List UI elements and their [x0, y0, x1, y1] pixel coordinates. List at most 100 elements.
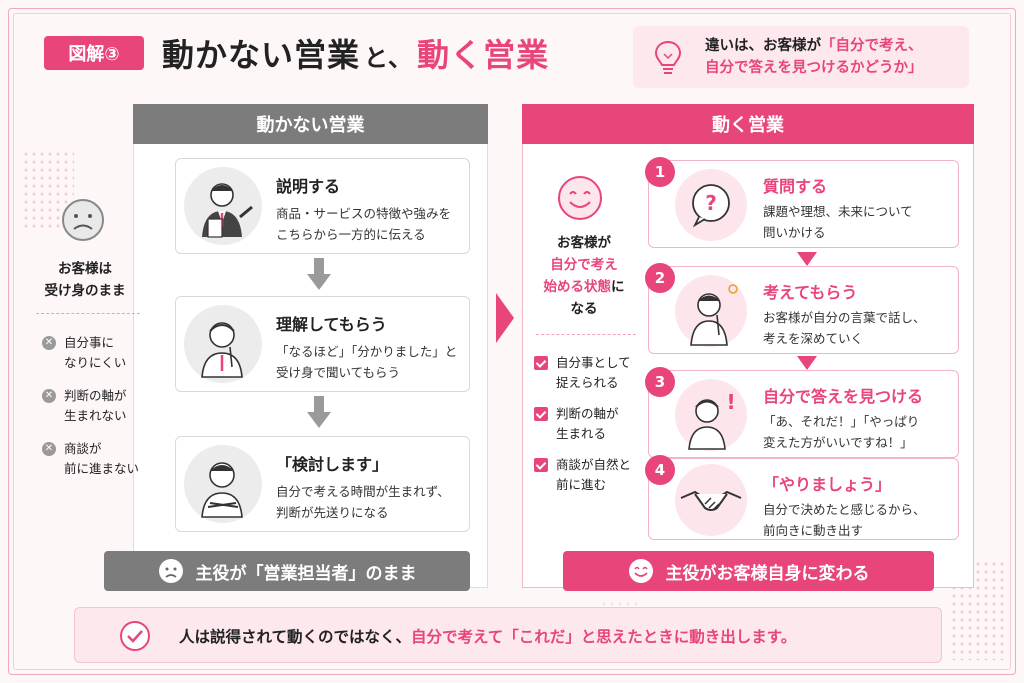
active-sales-footer-text: 主役がお客様自身に変わる — [665, 563, 870, 584]
conclusion-prefix: 人は説得されて動くのではなく、 — [179, 628, 412, 646]
step-card-consider: 「検討します」 自分で考える時間が生まれず、 判断が先送りになる — [175, 436, 470, 532]
desc-line: 考えを深めていく — [763, 331, 864, 346]
step-number: 3 — [645, 367, 675, 397]
thinking-avatar — [675, 275, 747, 347]
active-sales-heading: 動く営業 — [522, 104, 974, 144]
down-arrow-icon — [307, 396, 331, 428]
sad-face-icon — [158, 559, 183, 583]
happy-face-icon — [628, 559, 653, 583]
arms-crossed-person-icon — [201, 462, 243, 518]
negative-line: 商談が — [64, 441, 102, 456]
card-title: 自分で答えを見つける — [763, 387, 924, 406]
positive-line: 生まれる — [556, 426, 607, 441]
right-arrow-icon — [496, 293, 514, 343]
thinking-label-line: なる — [570, 301, 598, 317]
lightbulb-icon — [654, 40, 682, 74]
negative-line: 判断の軸が — [64, 388, 127, 403]
step-number: 2 — [645, 263, 675, 293]
desc-line: 変えた方がいいですね！」 — [763, 435, 913, 450]
hint-prefix: 違いは、お客様が — [705, 38, 821, 54]
positive-item: 自分事として捉えられる — [534, 353, 631, 393]
thinking-label-highlight: 自分で考え — [550, 257, 618, 273]
down-arrow-icon — [797, 252, 817, 266]
card-title: 質問する — [763, 177, 828, 196]
negative-line: 生まれない — [64, 408, 127, 423]
thinking-label-highlight: 始める状態 — [543, 279, 612, 295]
conclusion-highlight: 自分で考えて「これだ」と思えたときに動き出します。 — [411, 628, 797, 646]
static-sales-footer: 主役が「営業担当者」のまま — [104, 551, 470, 591]
realizing-person-icon: ! — [688, 390, 736, 450]
conclusion-text: 人は説得されて動くのではなく、自分で考えて「これだ」と思えたときに動き出します。 — [179, 625, 796, 647]
step-card-question: 1 ? 質問する 課題や理想、未来について 問いかける — [645, 157, 959, 248]
card-desc: お客様が自分の言葉で話し、 考えを深めていく — [763, 307, 926, 349]
card-desc: 自分で決めたと感じるから、 前向きに動き出す — [763, 499, 926, 541]
checkbox-icon — [534, 356, 548, 370]
desc-line: 受け身で聞いてもらう — [276, 365, 401, 380]
hint-highlight-1: 「自分で考え、 — [821, 38, 923, 54]
desc-line: 「あ、それだ！」「やっぱり — [763, 414, 920, 429]
inner-frame — [13, 13, 1011, 670]
thinking-person-icon — [690, 284, 738, 346]
question-avatar: ? — [675, 169, 747, 241]
desc-line: こちらから一方的に伝える — [276, 227, 426, 242]
check-circle-icon — [120, 621, 150, 651]
thinking-label-suffix: に — [611, 279, 625, 295]
checkbox-icon — [534, 458, 548, 472]
static-sales-heading: 動かない営業 — [133, 104, 488, 144]
active-sales-footer: 主役がお客様自身に変わる — [563, 551, 934, 591]
negative-line: 前に進まない — [64, 461, 140, 476]
handshake-icon — [680, 490, 742, 511]
card-title: 「やりましょう」 — [763, 475, 892, 494]
hint-highlight-2: 自分で答えを見つけるかどうか」 — [705, 60, 923, 76]
card-title: 考えてもらう — [763, 283, 858, 302]
outer-frame — [8, 8, 1016, 675]
step-card-think: 2 考えてもらう お客様が自分の言葉で話し、 考えを深めていく — [645, 263, 959, 354]
desc-line: お客様が自分の言葉で話し、 — [763, 310, 926, 325]
desc-line: 課題や理想、未来について — [763, 204, 913, 219]
divider — [536, 334, 636, 335]
static-sales-footer-text: 主役が「営業担当者」のまま — [195, 563, 417, 584]
conclusion-box: 人は説得されて動くのではなく、自分で考えて「これだ」と思えたときに動き出します。 — [74, 607, 942, 663]
down-arrow-icon — [797, 356, 817, 370]
divider — [36, 313, 140, 314]
question-bubble-icon: ? — [692, 184, 730, 228]
desc-line: 前向きに動き出す — [763, 523, 864, 538]
positive-line: 前に進む — [556, 477, 607, 492]
salesperson-avatar — [184, 167, 262, 245]
x-icon: ✕ — [42, 389, 56, 403]
desc-line: 自分で決めたと感じるから、 — [763, 502, 926, 517]
card-title: 理解してもらう — [276, 315, 387, 334]
negative-item: ✕ 判断の軸が生まれない — [42, 386, 127, 426]
x-icon: ✕ — [42, 336, 56, 350]
step-number: 4 — [645, 455, 675, 485]
happy-face-icon — [558, 176, 602, 220]
thinking-person-icon — [201, 322, 243, 378]
title-connector: と、 — [364, 44, 414, 72]
negative-item: ✕ 自分事になりにくい — [42, 333, 126, 373]
page-title: 動かない営業と、動く営業 — [162, 30, 549, 76]
card-desc: 「あ、それだ！」「やっぱり 変えた方がいいですね！」 — [763, 411, 919, 453]
passive-label-line: 受け身のまま — [44, 283, 126, 299]
hint-box: 違いは、お客様が「自分で考え、 自分で答えを見つけるかどうか」 — [633, 26, 969, 88]
positive-line: 自分事として — [556, 355, 631, 370]
title-static-sales: 動かない営業 — [162, 36, 361, 74]
desc-line: 「なるほど」「分かりました」と — [276, 344, 458, 359]
card-desc: 商品・サービスの特徴や強みを こちらから一方的に伝える — [276, 203, 451, 245]
positive-line: 判断の軸が — [556, 406, 619, 421]
negative-item: ✕ 商談が前に進まない — [42, 439, 139, 479]
card-desc: 「なるほど」「分かりました」と 受け身で聞いてもらう — [276, 341, 457, 383]
sad-face-icon — [62, 199, 104, 241]
step-card-find-answer: 3 ! 自分で答えを見つける 「あ、それだ！」「やっぱり 変えた方がいいですね！… — [645, 367, 959, 458]
step-card-understand: 理解してもらう 「なるほど」「分かりました」と 受け身で聞いてもらう — [175, 296, 470, 392]
customer-passive-label: お客様は 受け身のまま — [30, 258, 140, 302]
down-arrow-icon — [307, 258, 331, 290]
title-active-sales: 動く営業 — [417, 36, 550, 74]
salesperson-icon — [202, 183, 253, 238]
positive-item: 商談が自然と前に進む — [534, 455, 631, 495]
checkbox-icon — [534, 407, 548, 421]
negative-line: なりにくい — [64, 355, 127, 370]
passive-label-line: お客様は — [58, 261, 112, 277]
step-number: 1 — [645, 157, 675, 187]
step-card-explain: 説明する 商品・サービスの特徴や強みを こちらから一方的に伝える — [175, 158, 470, 254]
svg-text:?: ? — [705, 191, 717, 215]
